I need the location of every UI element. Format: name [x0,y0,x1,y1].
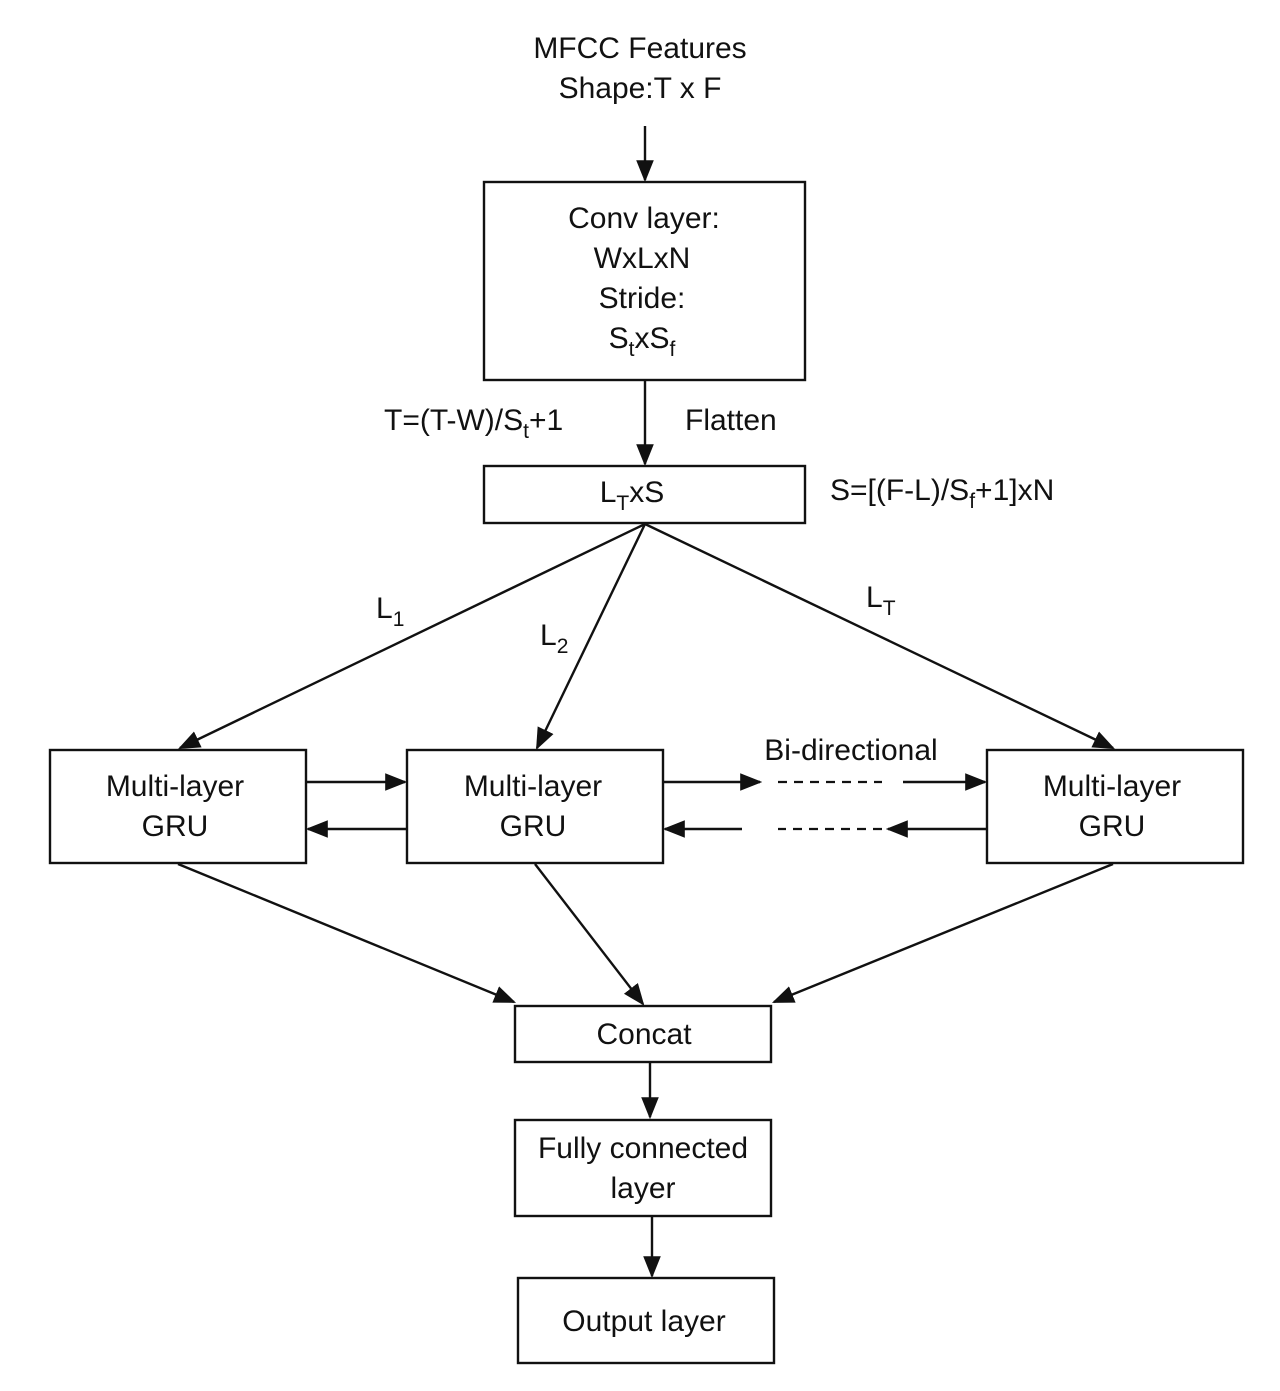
size-formula-pre: S=[(F-L)/S [830,474,969,507]
size-formula-sub: f [969,490,975,513]
bidirectional-label: Bi-directional [764,734,937,767]
arrow-gru3-to-concat [771,862,1114,1004]
gru-3-line2: GRU [1079,810,1146,843]
fully-connected-line2: layer [610,1172,675,1205]
time-formula-sub: t [523,420,529,443]
branch-l1-base: L [376,592,393,625]
flat-base: L [600,476,617,509]
gru-1-line1: Multi-layer [106,770,244,803]
flat-sub: T [616,492,629,515]
gru-box-2 [405,748,665,865]
conv-stride-base2: S [650,322,670,355]
gru-box-1 [48,748,308,865]
arrow-flatten-to-gru-1 [178,522,646,750]
conv-stride-label: Stride: [599,282,686,315]
conv-stride-base1: S [609,322,629,355]
concat-box [513,1004,773,1064]
size-formula-post: +1]xN [975,474,1054,507]
conv-stride-sub1: t [629,338,635,361]
branch-lt-base: L [866,581,883,614]
branch-label-l2: L2 [540,619,568,658]
output-layer-label: Output layer [562,1305,725,1338]
output-layer-box [516,1276,776,1365]
time-formula-pre: T=(T-W)/S [384,404,523,437]
gru-3-line1: Multi-layer [1043,770,1181,803]
conv-stride-sub2: f [670,338,676,361]
input-label-line2: Shape:T x F [559,72,722,105]
conv-layer-box [482,180,807,382]
gru-1-line2: GRU [142,810,209,843]
time-formula-post: +1 [529,404,563,437]
arrow-flatten-to-gru-3 [644,522,1115,750]
arrow-gru1-to-concat [177,862,517,1004]
conv-stride-value: StxSf [609,322,676,361]
flattened-sequence-label: LTxS [600,476,665,515]
gru-2-line1: Multi-layer [464,770,602,803]
arrow-flatten-to-gru-2 [535,523,647,750]
input-label-line1: MFCC Features [533,32,746,65]
arrow-gru2-to-concat [534,863,645,1006]
branch-l2-sub: 2 [557,635,569,658]
gru-box-3 [985,748,1245,865]
branch-l1-sub: 1 [393,608,405,631]
flat-post: xS [629,476,664,509]
conv-stride-mid: x [635,322,650,355]
branch-label-l1: L1 [376,592,404,631]
time-formula: T=(T-W)/St+1 [384,404,563,443]
flatten-label: Flatten [685,404,777,437]
fully-connected-box [513,1118,773,1218]
conv-kernel-size: WxLxN [594,242,691,275]
conv-layer-line1: Conv layer: [568,202,720,235]
concat-label: Concat [596,1018,692,1051]
size-formula: S=[(F-L)/Sf+1]xN [830,474,1054,513]
branch-l2-base: L [540,619,557,652]
branch-label-lt: LT [866,581,896,620]
branch-lt-sub: T [883,597,896,620]
gru-2-line2: GRU [500,810,567,843]
fully-connected-line1: Fully connected [538,1132,748,1165]
